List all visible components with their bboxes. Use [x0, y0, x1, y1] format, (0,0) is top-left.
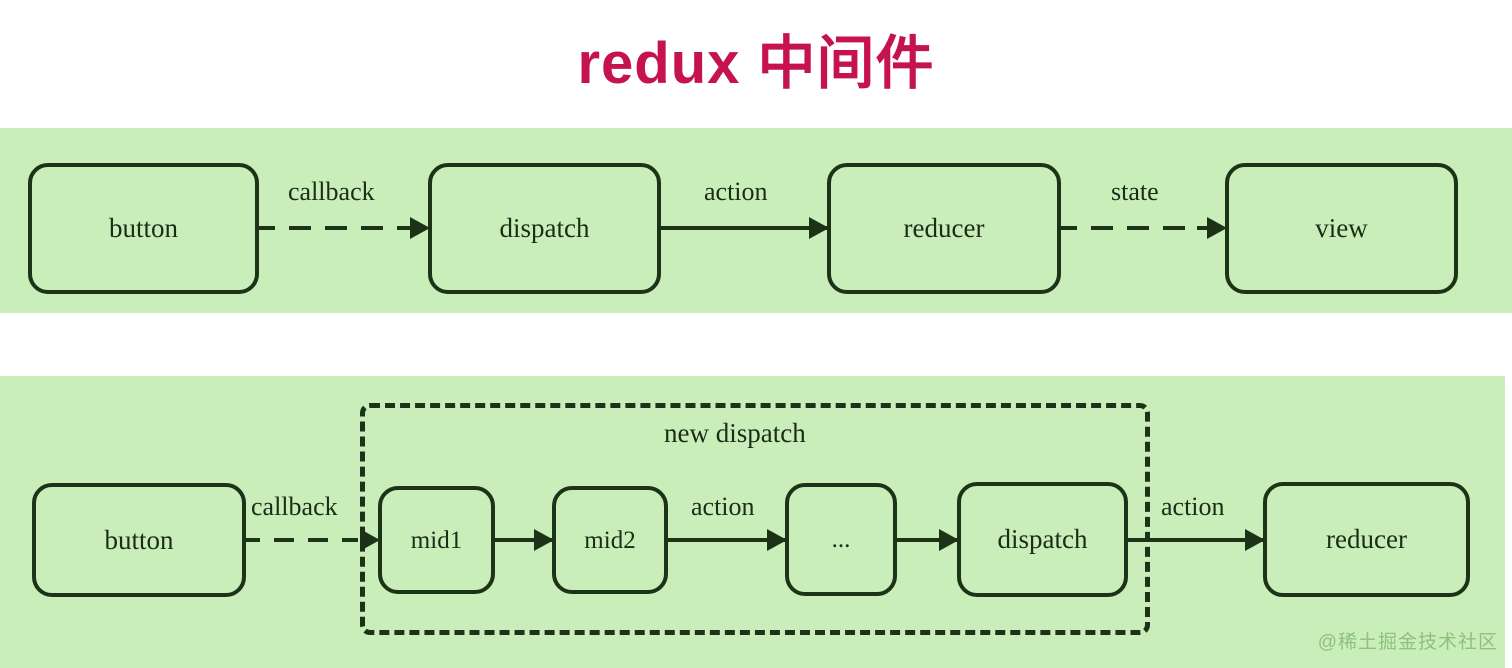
diagram-band-middleware-flow	[0, 376, 1505, 668]
node-dispatch-basic[interactable]: dispatch	[428, 163, 661, 294]
arrowhead-icon	[1207, 217, 1227, 239]
dash-segment	[325, 226, 347, 230]
node-button-middleware[interactable]: button	[32, 483, 246, 597]
arrowhead-icon	[939, 529, 959, 551]
node-label: reducer	[1326, 524, 1407, 554]
node-button-basic[interactable]: button	[28, 163, 259, 294]
node-label: dispatch	[499, 213, 590, 243]
arrowhead-icon	[410, 217, 430, 239]
node-label: mid1	[410, 526, 463, 554]
dash-segment	[246, 538, 260, 542]
dash-segment	[361, 226, 383, 230]
node-reducer-middleware[interactable]: reducer	[1263, 482, 1470, 597]
dash-segment	[342, 538, 358, 542]
edge-label-action-basic: action	[704, 177, 768, 206]
node-label: button	[104, 524, 174, 555]
dash-segment	[259, 226, 275, 230]
edge-line	[661, 226, 827, 230]
node-label: mid2	[584, 526, 636, 554]
dash-segment	[1163, 226, 1185, 230]
edge-label-callback-middleware: callback	[251, 492, 338, 521]
edge-label-callback-basic: callback	[288, 177, 375, 206]
dash-segment	[1127, 226, 1149, 230]
group-label-new-dispatch: new dispatch	[664, 418, 806, 448]
node-dispatch-middleware[interactable]: dispatch	[957, 482, 1128, 597]
edge-label-action-reducer: action	[1161, 492, 1225, 521]
edge-line	[668, 538, 785, 542]
group-new-dispatch	[360, 403, 1150, 635]
node-mid2[interactable]: mid2	[552, 486, 668, 594]
arrowhead-icon	[767, 529, 787, 551]
node-ellipsis[interactable]: ...	[785, 483, 897, 596]
edge-label-action-mid: action	[691, 492, 755, 521]
node-mid1[interactable]: mid1	[378, 486, 495, 594]
node-label: reducer	[903, 213, 985, 243]
dash-segment	[289, 226, 311, 230]
watermark: @稀土掘金技术社区	[1317, 632, 1498, 653]
page-title: redux 中间件	[577, 31, 935, 96]
node-view-basic[interactable]: view	[1225, 163, 1458, 294]
node-reducer-basic[interactable]: reducer	[827, 163, 1061, 294]
edge-line	[495, 538, 552, 542]
arrowhead-icon	[1245, 529, 1265, 551]
dash-segment	[1061, 226, 1077, 230]
dash-segment	[397, 226, 411, 230]
node-label: dispatch	[997, 524, 1088, 554]
title-bar: redux 中间件	[0, 0, 1512, 128]
dash-segment	[1197, 226, 1208, 230]
arrowhead-icon	[534, 529, 554, 551]
dash-segment	[1091, 226, 1113, 230]
edge-label-state-basic: state	[1111, 177, 1159, 206]
edge-line	[897, 538, 957, 542]
edge-line	[1128, 538, 1263, 542]
arrowhead-icon	[809, 217, 829, 239]
arrowhead-icon	[360, 529, 380, 551]
dash-segment	[274, 538, 294, 542]
node-label: view	[1315, 213, 1368, 243]
node-label: button	[108, 213, 178, 243]
node-label: ...	[831, 526, 851, 553]
dash-segment	[308, 538, 328, 542]
